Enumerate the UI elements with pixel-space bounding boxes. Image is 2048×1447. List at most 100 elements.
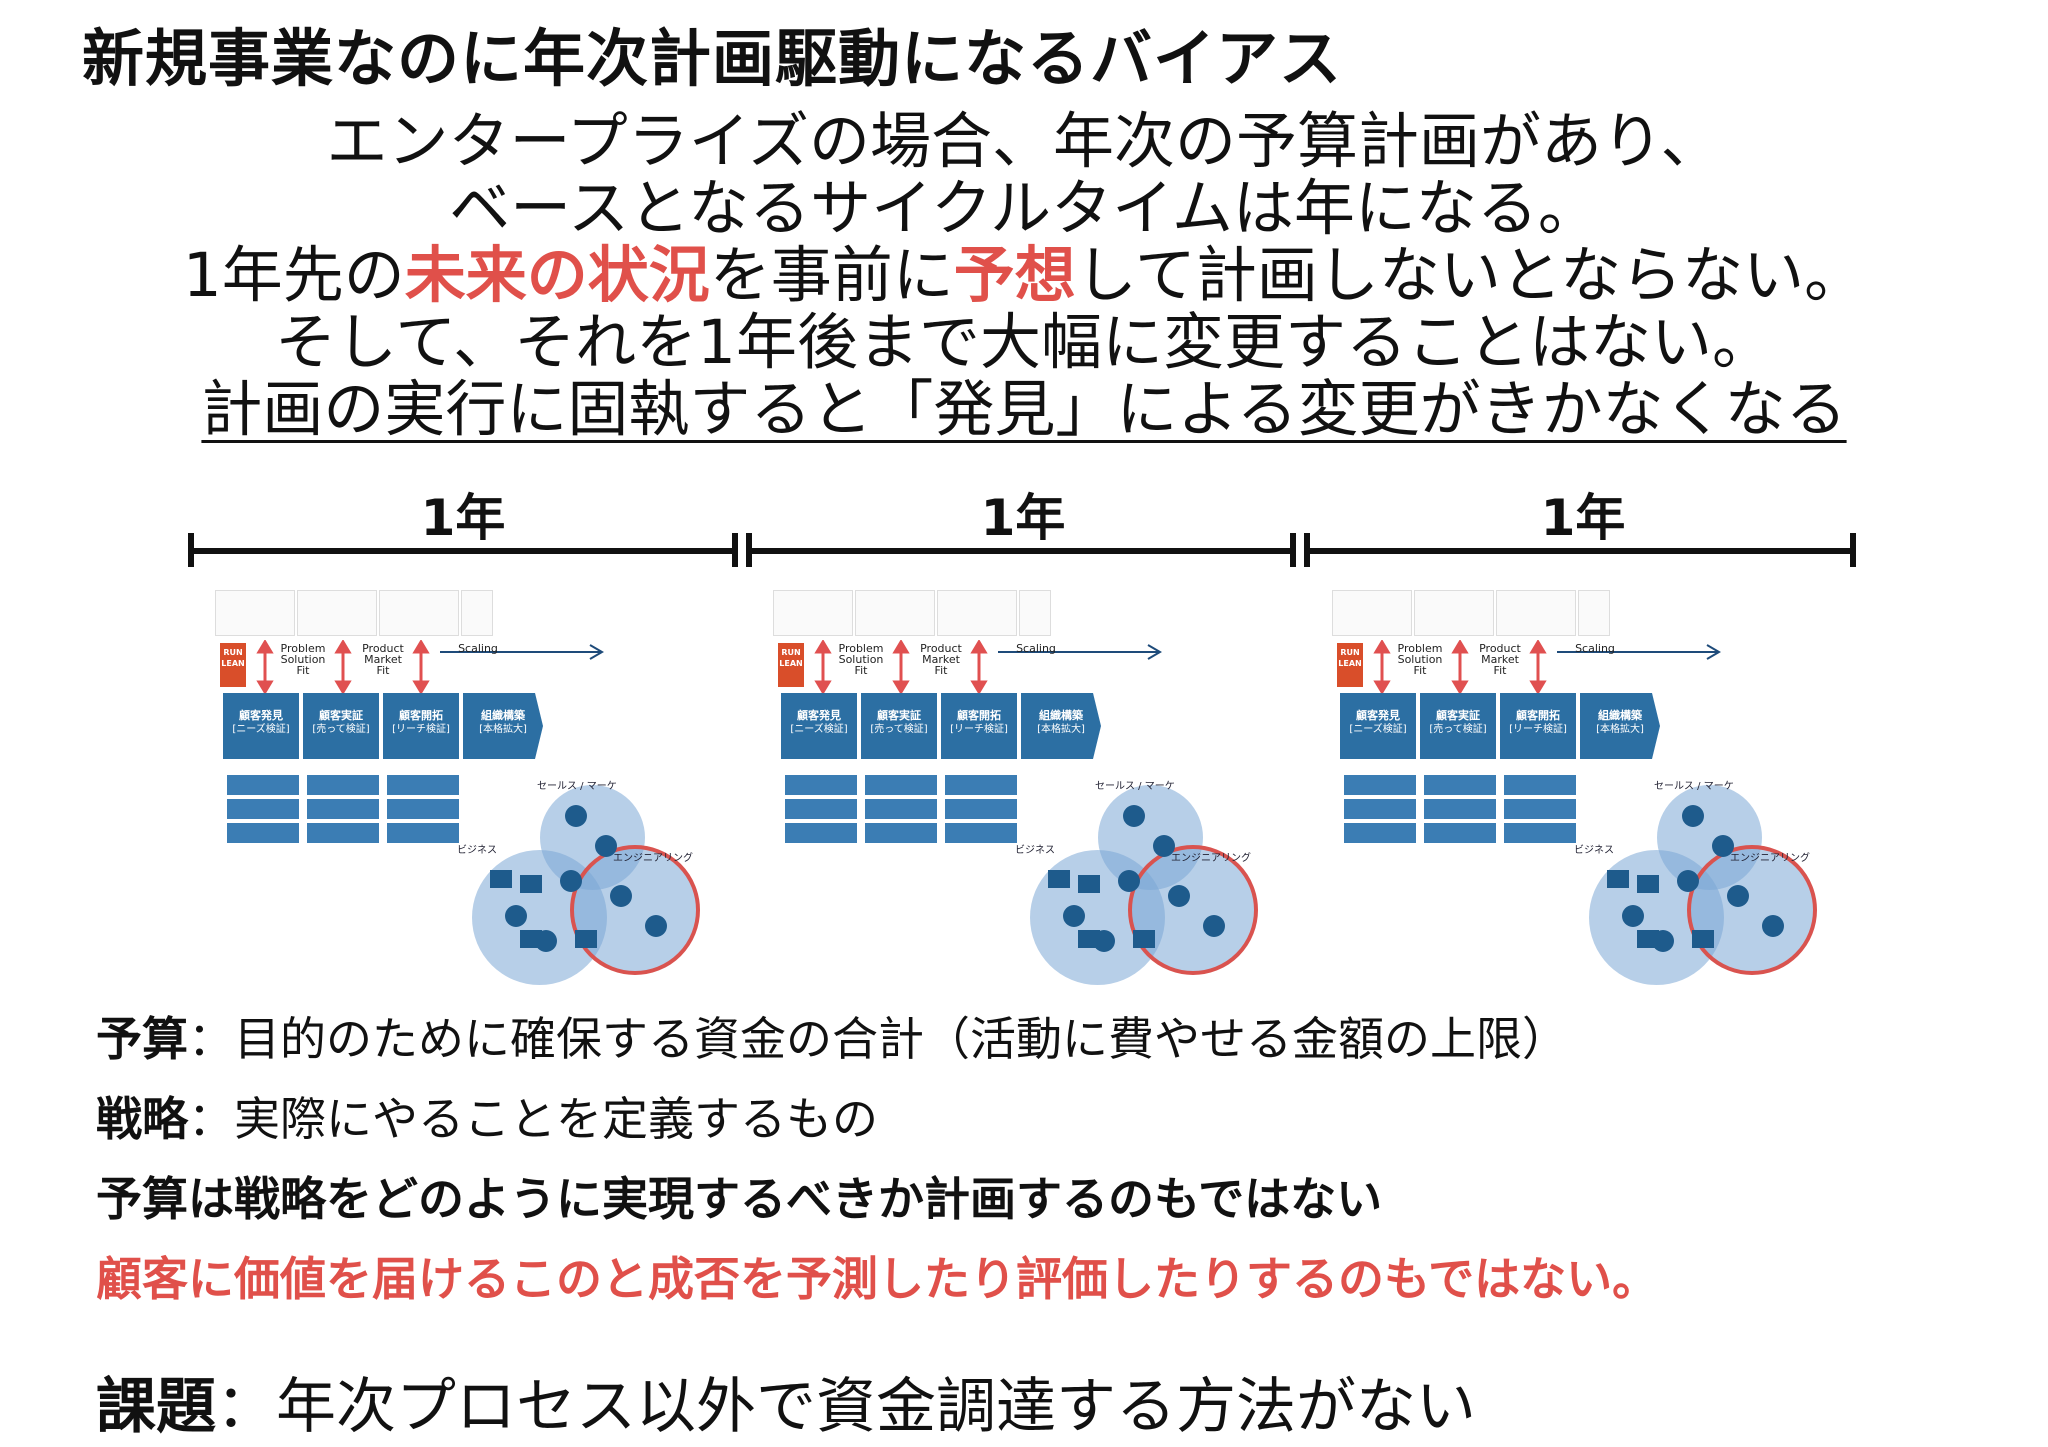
checklist-box: [1344, 775, 1416, 795]
phase-customer-validation: 顧客実証 [売って検証]: [861, 693, 937, 759]
engineering-label: エンジニアリング: [613, 853, 693, 864]
phase-name: 組織構築: [1598, 709, 1642, 722]
scaling-label: Scaling: [1016, 642, 1056, 655]
flow-node: [520, 875, 542, 893]
period-tick: [188, 533, 194, 567]
period-tick: [746, 533, 752, 567]
statement-budget-not-plan: 予算は戦略をどのように実現するべきか計画するのもではない: [96, 1172, 1383, 1226]
period-tick: [1304, 533, 1310, 567]
phase-sub: [売って検証]: [312, 724, 370, 735]
scaling-label: Scaling: [458, 642, 498, 655]
period-bracket-3: [1306, 548, 1854, 554]
checklist-box: [1344, 799, 1416, 819]
flow-node: [575, 930, 597, 948]
flow-node: [1168, 885, 1190, 907]
flow-node: [1153, 835, 1175, 857]
period-bracket-2: [748, 548, 1293, 554]
engineering-circle: [570, 845, 700, 975]
phase-sub: [ニーズ検証]: [1349, 724, 1407, 735]
definition-desc: ：実際にやることを定義するもの: [188, 1092, 878, 1146]
issue-desc: ：年次プロセス以外で資金調達する方法がない: [216, 1372, 1476, 1442]
checklist-box: [945, 775, 1017, 795]
flow-node: [1078, 930, 1100, 948]
checklist-box: [1424, 775, 1496, 795]
flow-node: [1118, 870, 1140, 892]
checklist-box: [227, 799, 299, 819]
phase-sub: [売って検証]: [870, 724, 928, 735]
checklist-box: [945, 799, 1017, 819]
flow-node: [505, 905, 527, 927]
flow-node: [565, 805, 587, 827]
flow-node: [1692, 930, 1714, 948]
business-label: ビジネス: [1574, 845, 1614, 856]
checklist-box: [1504, 823, 1576, 843]
flow-node: [1622, 905, 1644, 927]
checklist-box: [865, 775, 937, 795]
flow-node: [1123, 805, 1145, 827]
flow-node: [1048, 870, 1070, 888]
phase-customer-validation: 顧客実証[売って検証]: [303, 693, 379, 759]
intro-line-3-c: して計画しないとならない。: [1075, 240, 1866, 311]
definition-strategy: 戦略：実際にやることを定義するもの: [96, 1090, 1658, 1170]
page-title: 新規事業なのに年次計画駆動になるバイアス: [82, 22, 1343, 95]
definition-term: 戦略: [96, 1092, 188, 1146]
intro-line-3-b: を事前に: [709, 240, 954, 311]
cycle-thumbnail: [215, 590, 295, 636]
phase-company-building: 組織構築 [本格拡大]: [463, 693, 543, 759]
flow-node: [1637, 875, 1659, 893]
checklist-box: [387, 775, 459, 795]
cycle-thumbnail: [1414, 590, 1494, 636]
flow-node: [1063, 905, 1085, 927]
checklist-box: [307, 799, 379, 819]
period-tick: [732, 533, 738, 567]
cycle-thumbnail: [1332, 590, 1412, 636]
statement-not-predict: 顧客に価値を届けるこのと成否を予測したり評価したりするのもではない。: [96, 1252, 1659, 1306]
phase-name: 顧客実証: [1436, 709, 1480, 722]
definitions: 予算：目的のために確保する資金の合計（活動に費やせる金額の上限） 戦略：実際にや…: [96, 1010, 1658, 1330]
period-label-2: 1年: [980, 489, 1066, 547]
phase-name: 顧客実証: [877, 709, 921, 722]
checklist-box: [785, 823, 857, 843]
phase-sub: [本格拡大]: [479, 724, 527, 735]
intro-line-3: 1年先の未来の状況を事前に予想して計画しないとならない。: [0, 242, 2048, 309]
flow-node: [595, 835, 617, 857]
phase-name: 組織構築: [1039, 709, 1083, 722]
phase-name: 顧客開拓: [399, 709, 443, 722]
engineering-circle: [1687, 845, 1817, 975]
period-bracket-1: [190, 548, 735, 554]
issue-line: 課題：年次プロセス以外で資金調達する方法がない: [96, 1358, 1476, 1445]
definition-term: 予算: [96, 1012, 188, 1066]
checklist-box: [945, 823, 1017, 843]
sales-marketing-label: セールス / マーケ: [1654, 781, 1734, 792]
intro-line-4: そして、それを1年後まで大幅に変更することはない。: [275, 307, 1773, 378]
checklist-box: [307, 823, 379, 843]
phase-customer-validation: 顧客実証[売って検証]: [1420, 693, 1496, 759]
year-timeline: 1年 1年 1年: [0, 478, 2048, 567]
phase-customer-creation: 顧客開拓[リーチ検証]: [941, 693, 1017, 759]
phase-sub: [リーチ検証]: [392, 724, 450, 735]
phase-name: 顧客発見: [1356, 709, 1400, 722]
phase-customer-creation: 顧客開拓 [リーチ検証]: [383, 693, 459, 759]
intro-text: エンタープライズの場合、年次の予算計画があり、 ベースとなるサイクルタイムは年に…: [0, 108, 2048, 443]
cycle-thumbnail: [855, 590, 935, 636]
phase-sub: [本格拡大]: [1037, 724, 1085, 735]
flow-node: [645, 915, 667, 937]
phase-name: 顧客発見: [797, 709, 841, 722]
cycle-thumbnail: [773, 590, 853, 636]
phase-customer-discovery: 顧客発見 [ニーズ検証]: [1340, 693, 1416, 759]
period-tick: [1850, 533, 1856, 567]
checklist-box: [227, 775, 299, 795]
fit-arrows: [1373, 640, 1721, 695]
phase-name: 組織構築: [481, 709, 525, 722]
flow-node: [490, 870, 512, 888]
flow-node: [1712, 835, 1734, 857]
issue-term: 課題: [96, 1372, 216, 1442]
phase-sub: [ニーズ検証]: [232, 724, 290, 735]
highlight-forecast: 予想: [953, 240, 1076, 311]
